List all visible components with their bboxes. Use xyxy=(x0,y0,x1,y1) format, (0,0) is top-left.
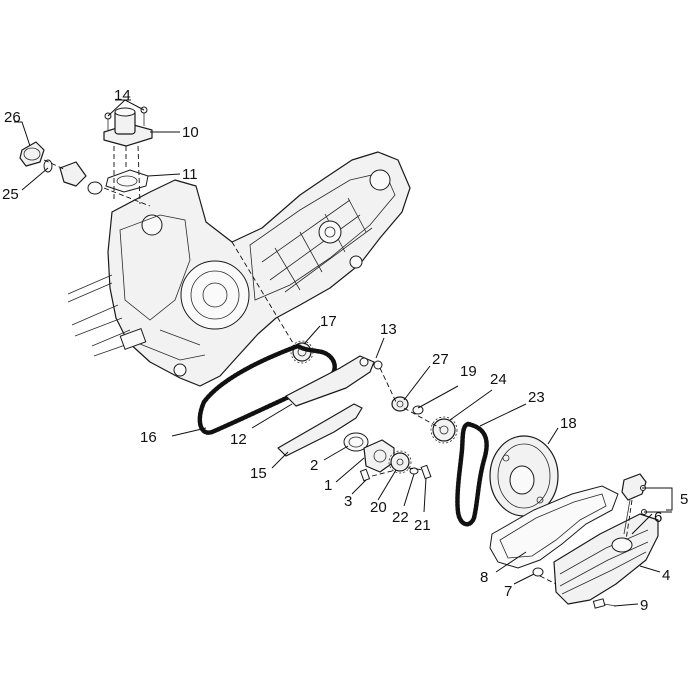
callout-22: 22 xyxy=(392,509,409,526)
screw-3 xyxy=(359,468,371,482)
callout-24: 24 xyxy=(490,371,507,388)
callout-9: 9 xyxy=(640,597,648,614)
oil-pump-cover-2 xyxy=(343,432,369,452)
callout-3: 3 xyxy=(344,493,352,510)
drain-plug-assembly xyxy=(19,141,103,195)
callout-17: 17 xyxy=(320,313,337,330)
callout-4: 4 xyxy=(662,567,670,584)
callout-10: 10 xyxy=(182,124,199,141)
callout-16: 16 xyxy=(140,429,157,446)
callout-11: 11 xyxy=(182,166,198,183)
callout-7: 7 xyxy=(504,583,512,600)
top-cap-assembly xyxy=(103,106,153,193)
callout-6: 6 xyxy=(654,509,662,526)
callout-15: 15 xyxy=(250,465,267,482)
thrust-washer-27 xyxy=(391,396,409,412)
pump-gear-20 xyxy=(388,450,412,474)
callout-23: 23 xyxy=(528,389,545,406)
washer-19 xyxy=(412,405,424,415)
callout-5: 5 xyxy=(680,491,688,508)
leader-lines xyxy=(14,99,673,607)
callout-21: 21 xyxy=(414,517,431,534)
timing-chain-16 xyxy=(197,343,337,435)
callout-25: 25 xyxy=(2,186,19,203)
callout-2: 2 xyxy=(310,457,318,474)
chain-guide-15 xyxy=(277,403,363,457)
callout-20: 20 xyxy=(370,499,387,516)
pump-sprocket-24 xyxy=(430,416,458,444)
callout-18: 18 xyxy=(560,415,577,432)
callout-8: 8 xyxy=(480,569,488,586)
pump-chain-23 xyxy=(455,421,489,527)
callout-labels: 14 10 11 26 25 17 16 12 13 27 19 24 23 1… xyxy=(2,87,688,614)
callout-19: 19 xyxy=(460,363,477,380)
crankcase xyxy=(67,151,411,387)
callout-26: 26 xyxy=(4,109,21,126)
callout-14: 14 xyxy=(114,87,131,104)
assembly-lines xyxy=(43,145,633,585)
callout-1: 1 xyxy=(324,477,332,494)
oil-pump-body-1 xyxy=(363,439,395,473)
callout-12: 12 xyxy=(230,431,247,448)
callout-27: 27 xyxy=(432,351,449,368)
bolt-21 xyxy=(420,464,432,480)
screw-9 xyxy=(592,598,617,609)
pump-cover-18 xyxy=(489,435,559,517)
gasket-8 xyxy=(489,485,619,569)
callout-13: 13 xyxy=(380,321,397,338)
chain-tensioner-12 xyxy=(285,355,383,407)
bolt-7 xyxy=(532,567,544,577)
